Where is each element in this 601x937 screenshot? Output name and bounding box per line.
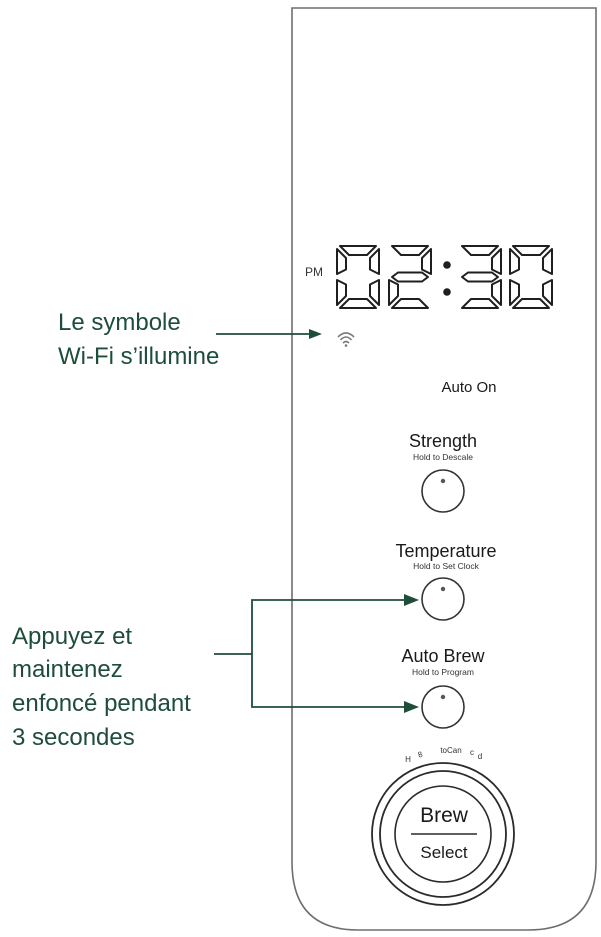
clock-segment — [339, 245, 377, 256]
clock-segment — [512, 245, 550, 256]
brew-size-mark-c: c — [470, 748, 474, 757]
clock-segment — [461, 271, 499, 283]
brew-label: Brew — [420, 804, 469, 827]
clock-digits — [336, 245, 553, 309]
brew-size-mark-d: d — [478, 752, 482, 761]
press-hold-arrowhead-temperature — [404, 594, 419, 606]
temperature-sublabel: Hold to Set Clock — [413, 561, 479, 571]
clock-segment — [336, 279, 347, 306]
strength-label: Strength — [409, 431, 477, 451]
clock-segment — [509, 248, 520, 275]
brew-select-dial[interactable] — [371, 762, 515, 906]
clock-segment — [461, 245, 499, 256]
clock-digit — [509, 245, 553, 309]
auto-brew-sublabel: Hold to Program — [412, 667, 474, 677]
clock-segment — [369, 279, 380, 306]
brew-size-mark-8: 8 — [417, 749, 425, 759]
control-panel-outline — [291, 7, 597, 931]
wifi-callout-line-1: Le symbole — [58, 309, 181, 336]
clock-segment — [542, 248, 553, 275]
clock-segment — [391, 298, 429, 309]
press-hold-line-2: maintenez — [12, 656, 123, 683]
clock-segment — [491, 279, 502, 306]
clock-digit — [388, 245, 432, 309]
brew-size-mark-h: H — [405, 755, 411, 764]
clock-segment — [509, 279, 520, 306]
press-hold-bracket — [214, 599, 405, 708]
clock-segment — [461, 298, 499, 309]
press-hold-line-4: 3 secondes — [12, 724, 135, 751]
strength-sublabel: Hold to Descale — [413, 452, 473, 462]
press-hold-arrowhead-auto-brew — [404, 701, 419, 713]
wifi-icon — [337, 332, 355, 347]
clock-digit — [461, 245, 502, 309]
clock-segment — [336, 248, 347, 275]
press-hold-line-1: Appuyez et — [12, 623, 132, 650]
press-hold-line-3: enfoncé pendant — [12, 690, 191, 717]
clock-segment — [421, 248, 432, 275]
clock-segment — [391, 271, 429, 283]
brew-size-mark-tocan: toCan — [440, 746, 461, 755]
clock-segment — [542, 279, 553, 306]
clock-colon-dot — [443, 288, 451, 296]
clock-segment — [388, 279, 399, 306]
temperature-button[interactable] — [421, 577, 465, 621]
auto-on-label: Auto On — [441, 379, 496, 396]
clock-colon-dot — [443, 261, 451, 269]
strength-button[interactable] — [421, 469, 465, 513]
wifi-callout-arrowhead — [309, 329, 322, 339]
select-label: Select — [420, 843, 468, 862]
clock-segment — [491, 248, 502, 275]
wifi-callout-line-2: Wi-Fi s’illumine — [58, 343, 219, 370]
auto-brew-label: Auto Brew — [401, 646, 485, 666]
auto-brew-button[interactable] — [421, 685, 465, 729]
clock-segment — [391, 245, 429, 256]
clock-digit — [336, 245, 380, 309]
clock-segment — [339, 298, 377, 309]
clock-period: PM — [305, 265, 323, 279]
clock-segment — [512, 298, 550, 309]
clock-segment — [369, 248, 380, 275]
temperature-label: Temperature — [395, 541, 496, 561]
